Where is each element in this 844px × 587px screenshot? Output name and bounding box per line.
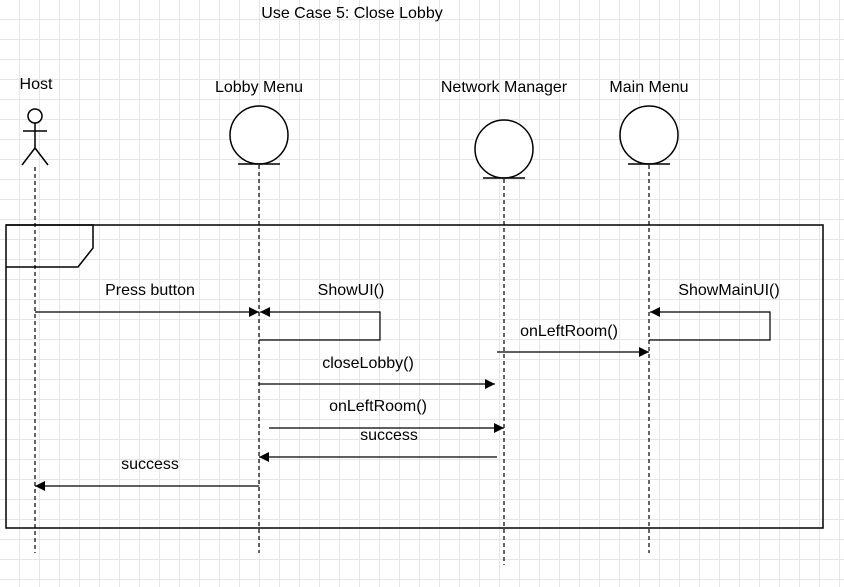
message-label-success-to-lobby: success bbox=[360, 427, 418, 444]
entity-icon-lobby-menu bbox=[229, 105, 289, 165]
interaction-frame bbox=[5, 224, 824, 529]
participant-label-main-menu: Main Menu bbox=[609, 79, 688, 96]
entity-icon-main-menu bbox=[619, 105, 679, 165]
participant-label-network-manager: Network Manager bbox=[441, 79, 568, 96]
message-label-success-to-host: success bbox=[121, 456, 179, 473]
entity-icon-network-manager bbox=[474, 119, 534, 179]
participant-label-lobby-menu: Lobby Menu bbox=[215, 79, 303, 96]
message-label-on-left-room-main: onLeftRoom() bbox=[520, 323, 618, 340]
message-label-press-button: Press button bbox=[105, 282, 195, 299]
message-arrow-show-ui bbox=[259, 307, 381, 341]
message-label-show-ui: ShowUI() bbox=[318, 282, 385, 299]
message-label-show-main-ui: ShowMainUI() bbox=[678, 282, 779, 299]
actor-icon bbox=[21, 108, 49, 166]
participant-label-host: Host bbox=[20, 76, 53, 93]
message-label-close-lobby: closeLobby() bbox=[322, 355, 414, 372]
diagram-title: Use Case 5: Close Lobby bbox=[261, 5, 442, 22]
message-arrow-show-main-ui bbox=[649, 307, 771, 341]
frame-tab bbox=[6, 224, 94, 268]
message-label-on-left-room-network: onLeftRoom() bbox=[329, 398, 427, 415]
